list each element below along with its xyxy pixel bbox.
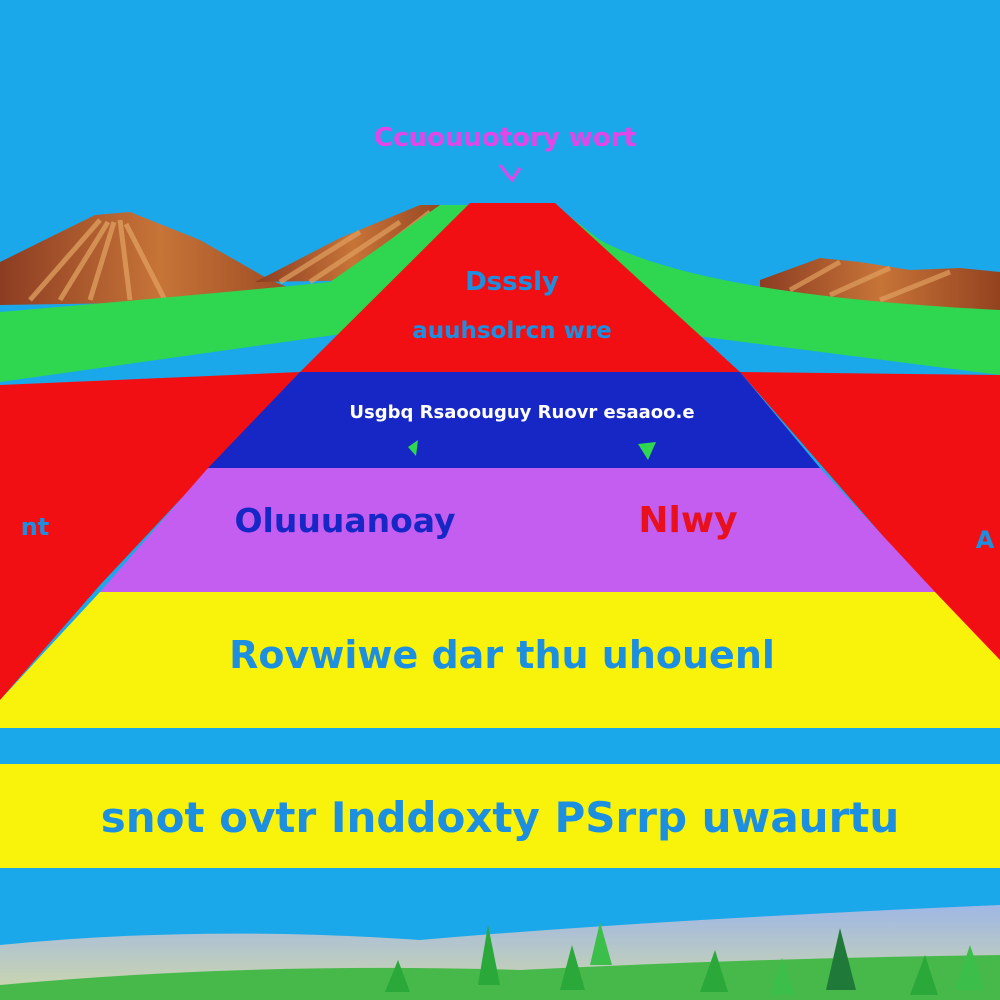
red-apex-layer (300, 203, 740, 372)
left-edge-label: nt (21, 513, 50, 541)
trees (385, 922, 985, 995)
apex-label-line1: Dsssly (465, 267, 559, 297)
right-red-wing (740, 372, 1000, 665)
grass (0, 955, 1000, 1000)
purple-right-label: Nlwy (638, 500, 737, 541)
blue-band-label: Usgbq Rsaoouguy Ruovr esaaoo.e (349, 402, 694, 423)
green-field (0, 205, 1000, 382)
apex-label-line2: auuhsolrcn wre (412, 318, 612, 344)
leaf-marker-left (408, 440, 418, 456)
yellow-top-label: Rovwiwe dar thu uhouenl (229, 633, 775, 677)
left-red-wing (0, 372, 300, 700)
title-pointer (498, 164, 522, 183)
right-edge-label: A (976, 526, 995, 554)
purple-band (100, 468, 935, 592)
yellow-band-bottom (0, 764, 1000, 868)
diagram-title: Ccuouuotory wort (374, 123, 636, 153)
purple-left-label: Oluuuanoay (234, 501, 455, 540)
yellow-bottom-label: snot ovtr Inddoxty PSrrp uwaurtu (101, 793, 900, 842)
yellow-band-top (0, 592, 1000, 728)
blue-stripe (0, 728, 1000, 764)
leaf-marker-right (638, 442, 656, 460)
blue-band (208, 372, 820, 468)
